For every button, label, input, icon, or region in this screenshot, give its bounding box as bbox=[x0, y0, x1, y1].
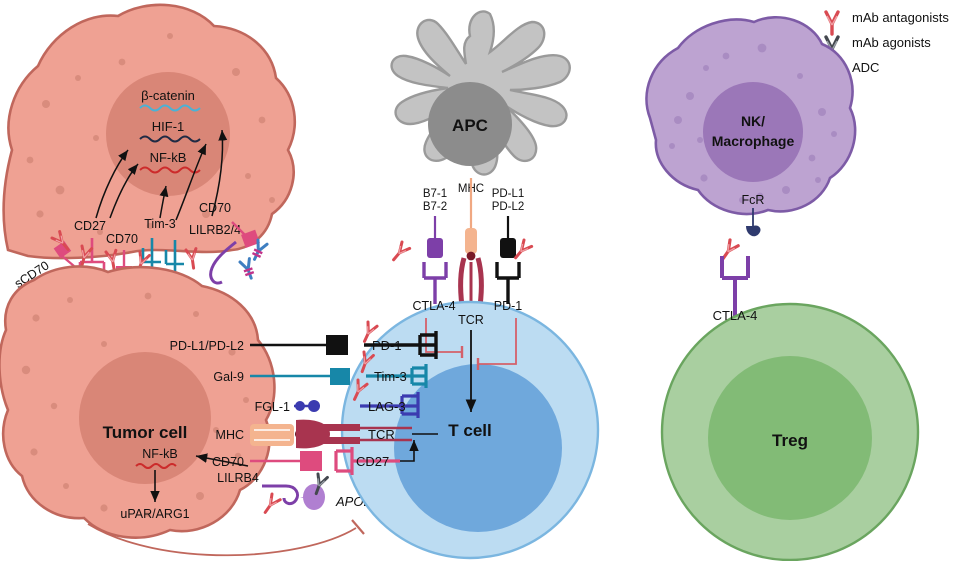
dna-squiggle-nfkb-lower bbox=[135, 463, 177, 469]
label-fcr: FcR bbox=[742, 193, 765, 207]
t-cell: T cell CTLA-4 TCR PD-1 bbox=[340, 299, 600, 560]
label-pd1-tcell: PD-1 bbox=[494, 299, 523, 313]
legend-label-1: mAb agonists bbox=[852, 35, 931, 50]
t-cell-nucleus bbox=[394, 364, 562, 532]
treg-cell: Treg CTLA-4 bbox=[660, 302, 920, 561]
receptor-pd1-apc bbox=[495, 262, 521, 304]
receptor-lilrb24 bbox=[209, 240, 237, 285]
pair-mhc-tcr: MHC TCR bbox=[216, 419, 438, 449]
ligand-b7 bbox=[427, 216, 443, 258]
tumor-tcell-synapse: PD-L1/PD-L2 PD-1 Gal-9 Tim-3 bbox=[87, 320, 438, 557]
nk-label-line2: Macrophage bbox=[712, 133, 795, 149]
receptor-cd70-upper-right bbox=[231, 221, 260, 248]
apc-label: APC bbox=[452, 116, 488, 135]
pair-gal9-tim3: Gal-9 Tim-3 bbox=[213, 350, 428, 388]
tumor-cell-lower: Tumor cell NF-kB uPAR/ARG1 LILRB4 APOE bbox=[0, 265, 372, 539]
label-pdl1-pdl2-tumor: PD-L1/PD-L2 bbox=[170, 339, 244, 353]
signaling-arrows-upper bbox=[95, 129, 228, 221]
label-cd70-tumor: CD70 bbox=[212, 455, 244, 469]
label-tcr-row: TCR bbox=[368, 427, 395, 442]
label-tcr-tcell: TCR bbox=[458, 313, 484, 327]
receptor-tcr-apc bbox=[458, 257, 484, 307]
inhibit-ctla4 bbox=[425, 318, 462, 353]
ligand-mhc-apc bbox=[465, 178, 477, 261]
receptor-lilrb4-hook bbox=[262, 484, 300, 506]
label-b7-2: B7-2 bbox=[423, 201, 447, 213]
apoe-shape bbox=[303, 484, 325, 510]
label-fgl1: FGL-1 bbox=[255, 400, 290, 414]
tumor-cell-label: Tumor cell bbox=[103, 423, 188, 442]
receptor-ctla4-tcell bbox=[422, 262, 448, 304]
nk-granules bbox=[669, 43, 837, 203]
antibody-antagonist-ctla4-treg bbox=[721, 238, 740, 261]
factor-nfkb-label-lower: NF-kB bbox=[142, 447, 177, 461]
legend-icon-antagonist bbox=[824, 10, 840, 36]
label-pdl1-apc: PD-L1 bbox=[492, 188, 525, 200]
legend-label-2: ADC bbox=[852, 60, 879, 75]
inhibit-tumor-to-tcell bbox=[87, 523, 357, 557]
pair-pdl1-pd1: PD-L1/PD-L2 PD-1 bbox=[170, 320, 438, 359]
apc-tcell-synapse: B7-1 B7-2 MHC PD-L1 PD-L2 bbox=[392, 178, 534, 307]
label-ctla4-treg: CTLA-4 bbox=[713, 308, 758, 323]
label-tim3-upper: Tim-3 bbox=[144, 217, 176, 231]
dna-squiggle-bcatenin bbox=[139, 104, 201, 112]
label-lilrb4: LILRB4 bbox=[217, 471, 259, 485]
apc-cell: APC bbox=[390, 10, 571, 176]
inhibit-tumor-to-tcell-bar bbox=[351, 519, 365, 535]
label-ctla4-tcell: CTLA-4 bbox=[412, 299, 455, 313]
apc-nucleus bbox=[428, 82, 512, 166]
tumor-nucleus-lower bbox=[79, 352, 211, 484]
antibody-antagonist-pd1-apc bbox=[514, 238, 534, 260]
antibody-adc-group-upper bbox=[238, 238, 269, 280]
antibody-antagonist-ctla4 bbox=[392, 240, 412, 262]
inhibit-pd1 bbox=[478, 318, 517, 365]
label-tim3-row: Tim-3 bbox=[374, 369, 407, 384]
tumor-granules-upper bbox=[26, 33, 275, 235]
dna-squiggle-hif1 bbox=[139, 135, 201, 143]
label-lag3-row: LAG-3 bbox=[368, 399, 406, 414]
legend-label-0: mAb antagonists bbox=[852, 10, 949, 25]
tumor-cell-upper: β-catenin HIF-1 NF-kB bbox=[2, 3, 297, 260]
label-upar-arg1: uPAR/ARG1 bbox=[120, 507, 189, 521]
adcc-bridge bbox=[720, 208, 761, 316]
factor-nfkb-label-upper: NF-kB bbox=[150, 150, 187, 165]
nk-nucleus bbox=[703, 82, 803, 182]
label-pdl2-apc: PD-L2 bbox=[492, 201, 525, 213]
factor-hif1-label: HIF-1 bbox=[152, 119, 185, 134]
soluble-cd70-ligands bbox=[53, 241, 75, 267]
label-cd27-upper: CD27 bbox=[74, 219, 106, 233]
treg-label: Treg bbox=[772, 431, 808, 450]
label-cd70-upper-right: CD70 bbox=[199, 201, 231, 215]
t-cell-label: T cell bbox=[448, 421, 491, 440]
treg-nucleus bbox=[708, 356, 872, 520]
nk-macrophage-cell: NK/ Macrophage FcR bbox=[645, 16, 857, 216]
dna-squiggle-nfkb-upper bbox=[139, 166, 201, 174]
pair-fgl1-lag3: FGL-1 LAG-3 bbox=[255, 378, 420, 418]
nk-label-line1: NK/ bbox=[741, 113, 765, 129]
antibody-antagonist-lilrb4 bbox=[263, 492, 282, 514]
ligand-pdl1-apc bbox=[500, 216, 516, 258]
tumor-upper-receptor-labels: CD27 CD70 Tim-3 LILRB2/4 CD70 bbox=[74, 201, 241, 246]
label-pd1-row: PD-1 bbox=[372, 338, 402, 353]
label-gal9-tumor: Gal-9 bbox=[213, 370, 244, 384]
pair-cd70-cd27: CD70 CD27 bbox=[212, 440, 419, 496]
label-cd27-row: CD27 bbox=[356, 454, 389, 469]
label-cd70-upper: CD70 bbox=[106, 232, 138, 246]
label-b7-1: B7-1 bbox=[423, 188, 447, 200]
arrow-lilrb4-to-nfkb bbox=[195, 453, 249, 467]
receptor-tim3-upper bbox=[141, 238, 184, 276]
factor-bcatenin-label: β-catenin bbox=[141, 88, 195, 103]
label-lilrb24: LILRB2/4 bbox=[189, 223, 241, 237]
receptor-ctla4-treg bbox=[720, 256, 750, 316]
fcr-shape bbox=[746, 225, 761, 237]
label-mhc-tumor: MHC bbox=[216, 428, 244, 442]
